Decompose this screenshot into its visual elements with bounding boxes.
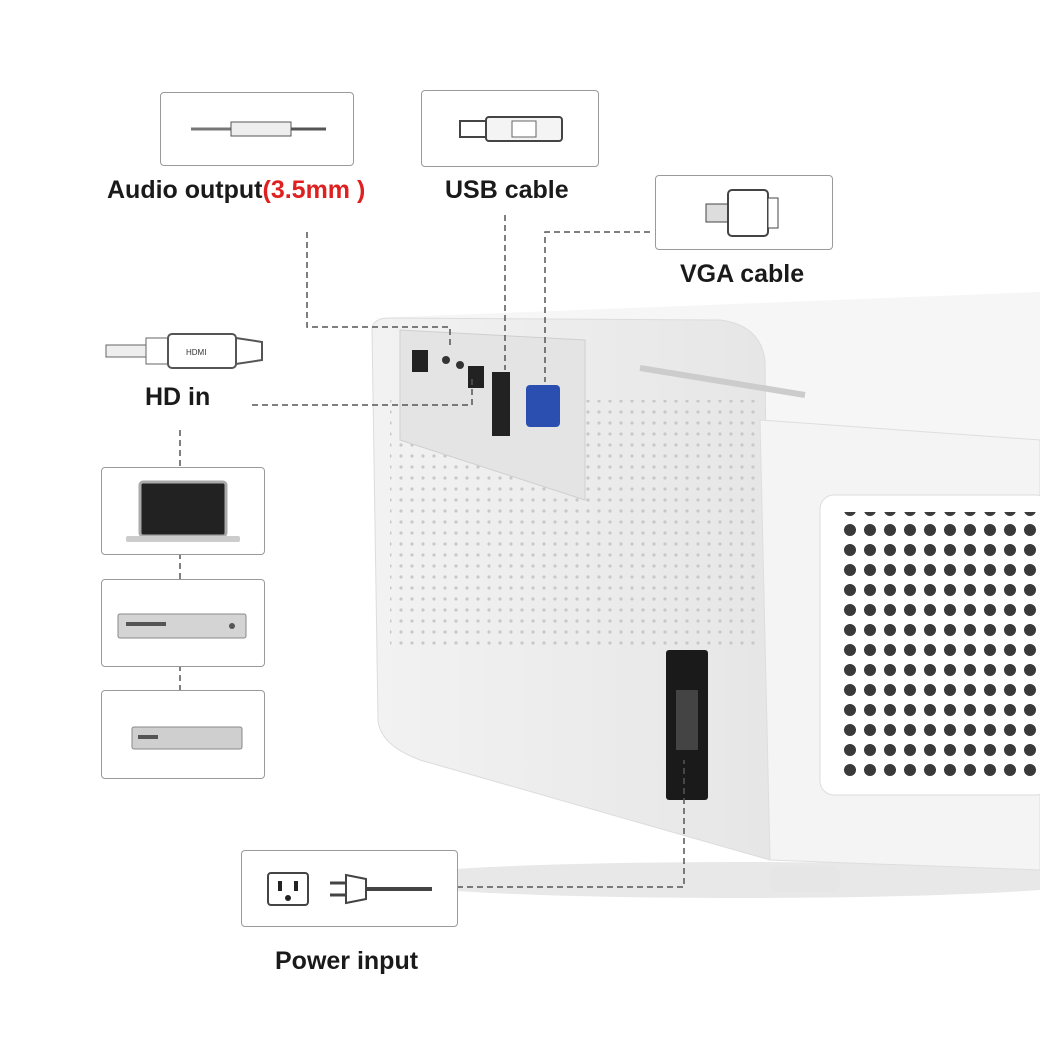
power-socket-pins <box>676 690 698 750</box>
usb-stick-icon <box>459 116 563 142</box>
audio-spec-text: (3.5mm ) <box>262 176 366 204</box>
vga-port <box>526 385 560 427</box>
connection-lines <box>179 215 685 888</box>
usb-cable-label: USB cable <box>445 176 569 204</box>
vga-line <box>544 231 650 382</box>
audio-port-2 <box>456 361 464 369</box>
hdmi-plug-text: HDMI <box>186 348 206 357</box>
hdmi-line <box>252 378 473 406</box>
hdmi-port-1 <box>412 350 428 372</box>
power-icons <box>267 872 432 906</box>
audio-cable-box <box>160 92 354 166</box>
laptop-box <box>101 467 265 555</box>
audio-output-label: Audio output(3.5mm ) <box>107 176 365 205</box>
usb-ports <box>492 372 510 436</box>
set-top-box-box <box>101 690 265 779</box>
shadow <box>380 862 1040 898</box>
dvd-player-box <box>101 579 265 667</box>
hdmi-plug-icon <box>105 333 263 369</box>
dvd-player-icon <box>117 613 247 639</box>
vga-cable-label: VGA cable <box>680 260 805 288</box>
power-outlet-icon <box>267 872 309 906</box>
button-strip <box>639 365 806 398</box>
vga-connector-icon <box>705 189 779 237</box>
vga-cable-box <box>655 175 833 250</box>
set-top-box-icon <box>131 726 243 750</box>
usb-cable-box <box>421 90 599 167</box>
power-input-box <box>241 850 458 927</box>
foot <box>770 866 840 892</box>
hdmi-port-2 <box>468 366 484 388</box>
front-grille <box>836 512 1040 782</box>
laptop-icon <box>126 480 240 542</box>
hd-in-label: HD in <box>145 383 211 411</box>
power-input-label: Power input <box>275 947 419 975</box>
audio-output-text: Audio output <box>107 176 263 204</box>
audio-jack-icon <box>191 121 326 137</box>
power-line <box>457 760 685 888</box>
audio-port <box>442 356 450 364</box>
power-plug-icon <box>330 873 432 905</box>
